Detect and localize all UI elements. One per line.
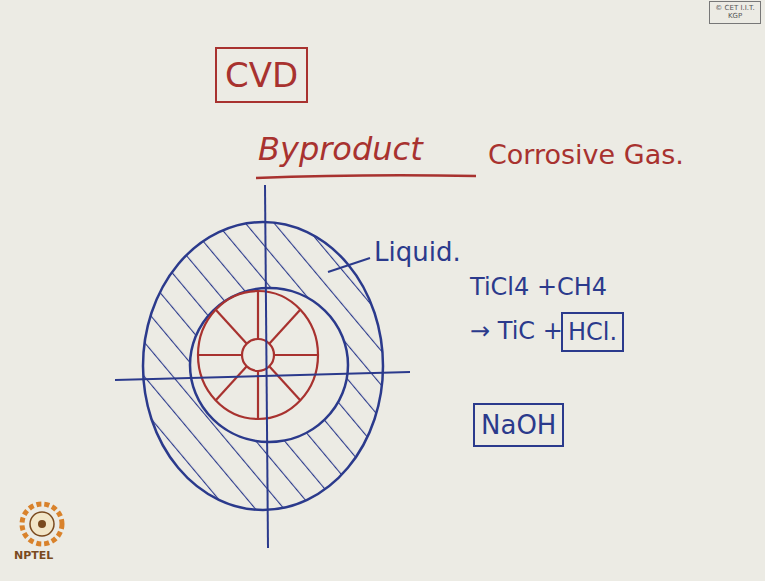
underline <box>256 175 476 178</box>
horizontal-axis <box>115 372 410 380</box>
process-box: CVD <box>215 47 308 103</box>
equation-text: TiCl4 +CH4 <box>470 274 607 300</box>
watermark-box: © CET I.I.T. KGP <box>709 1 761 24</box>
inner-rotor <box>198 291 318 419</box>
inner-vessel <box>190 288 348 442</box>
node-text: HCl. <box>568 318 617 346</box>
vertical-axis <box>265 185 268 548</box>
node-text: NaOH <box>481 410 556 440</box>
liquid-hatching <box>143 222 383 510</box>
equation-text: → TiC + <box>470 318 563 344</box>
product-box: HCl. <box>561 312 624 352</box>
heading-label: Byproduct <box>258 132 423 167</box>
reagent-box: NaOH <box>473 403 564 447</box>
part-label: Liquid. <box>374 238 461 267</box>
outer-vessel <box>143 222 383 510</box>
node-text: CVD <box>225 55 298 95</box>
note-label: Corrosive Gas. <box>488 140 684 170</box>
nptel-logo <box>22 504 62 544</box>
leader-line <box>328 258 370 272</box>
logo-text: NPTEL <box>14 550 53 562</box>
node-text: © CET I.I.T. KGP <box>713 4 757 21</box>
